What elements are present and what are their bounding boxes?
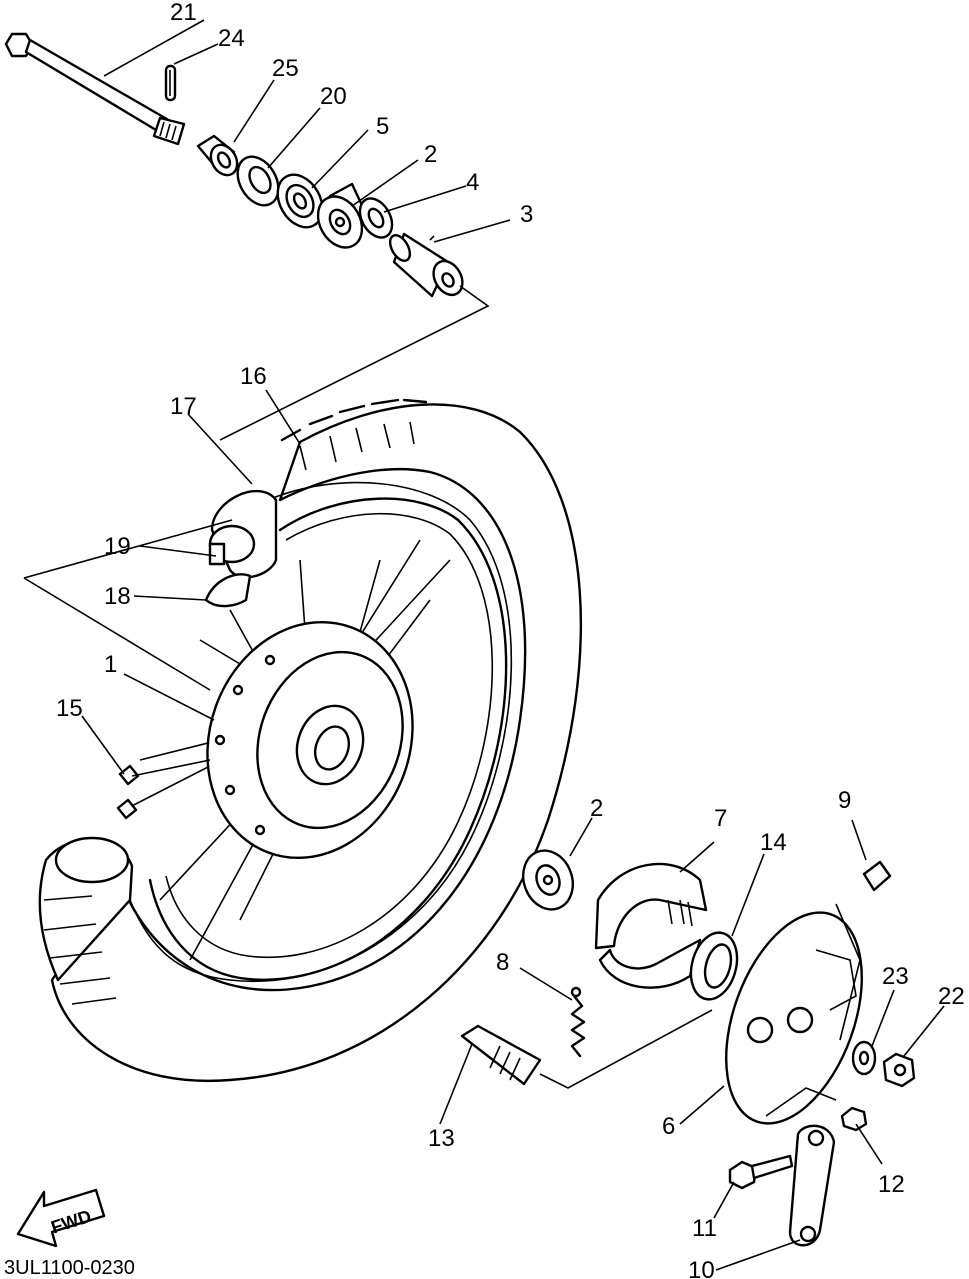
brake-shoe-7 [594,862,708,989]
callout-5: 5 [376,113,389,140]
callout-10: 10 [688,1257,715,1279]
callout-21: 21 [170,0,197,26]
nut-22 [882,1052,916,1088]
oil-seal-20 [236,155,280,207]
hub-1 [206,620,414,860]
callout-12: 12 [878,1171,905,1198]
valve-19 [208,542,226,566]
brake-group-bracket-2 [835,903,861,1041]
callout-16: 16 [240,363,267,390]
axle-21 [4,32,186,146]
bolt-11 [728,1154,794,1190]
callout-20: 20 [320,83,347,110]
collar-3 [388,232,464,298]
spoke-nipple-15 [116,759,211,820]
callout-9: 9 [838,787,851,814]
tire-16 [38,398,583,1083]
callout-7: 7 [714,805,727,832]
callout-labels: 21 24 25 20 5 2 4 3 16 17 19 18 1 15 2 7… [56,0,965,1279]
callout-8: 8 [496,949,509,976]
hub-group-bracket-2 [23,577,211,691]
drawing-code: 3UL1100-0230 [4,1257,135,1279]
callout-1: 1 [104,651,117,678]
washer-23 [851,1040,877,1076]
lever-group-bracket [765,1087,837,1117]
bearing-2-brake [522,849,574,911]
callout-4: 4 [466,169,479,196]
oil-seal-14 [689,931,739,1001]
callout-2-top: 2 [424,141,437,168]
callout-22: 22 [938,983,965,1010]
callout-23: 23 [882,963,909,990]
spring-8 [570,986,586,1058]
valve-13 [460,1024,542,1086]
axle-group-bracket [219,285,490,441]
cotter-pin-24 [164,64,177,102]
cam-lever-10 [788,1124,836,1247]
bearing-2-top [316,182,368,249]
callout-17: 17 [170,393,197,420]
brake-plate-6 [725,911,863,1125]
callout-18: 18 [104,583,131,610]
callout-14: 14 [760,829,787,856]
spacer-5 [276,173,324,229]
leader-lines [81,19,945,1271]
callout-19: 19 [104,533,131,560]
brake-group-bracket [539,1009,713,1089]
hub-group-bracket [23,519,233,579]
callout-25: 25 [272,55,299,82]
callout-3: 3 [520,201,533,228]
callout-15: 15 [56,695,83,722]
callout-11: 11 [692,1215,717,1242]
callout-6: 6 [662,1113,675,1140]
rim-band-18 [204,573,252,608]
callout-24: 24 [218,25,245,52]
indicator-9 [862,860,892,892]
fwd-arrow-icon: FWD [16,1188,106,1248]
collar-25 [196,134,239,177]
callout-13: 13 [428,1125,455,1152]
nut-12 [840,1106,868,1132]
callout-2-brake: 2 [590,795,603,822]
